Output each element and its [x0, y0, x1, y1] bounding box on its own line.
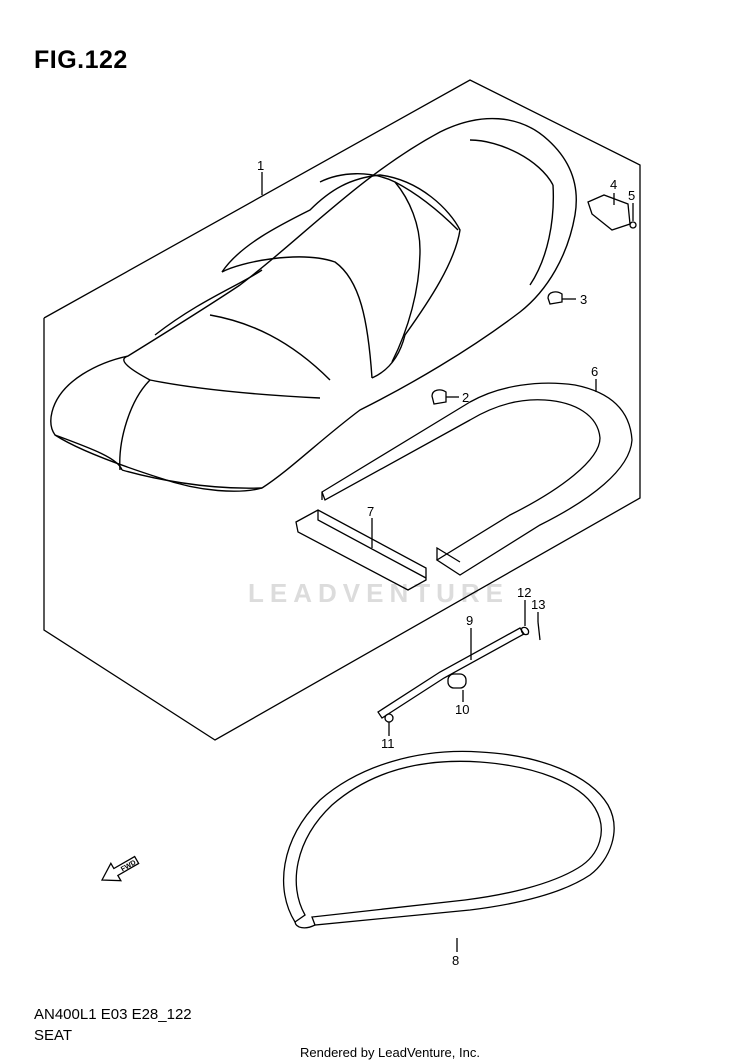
callout-3[interactable]: 3	[580, 292, 587, 307]
seat-part-1	[50, 117, 577, 492]
callout-6[interactable]: 6	[591, 364, 598, 379]
gas-spring-part-9	[377, 627, 525, 719]
callout-5[interactable]: 5	[628, 188, 635, 203]
nut-part-5	[629, 221, 637, 229]
fwd-arrow-icon: FWD	[100, 855, 140, 882]
washer-part-12	[520, 626, 530, 636]
callout-11[interactable]: 11	[381, 736, 395, 751]
callout-9[interactable]: 9	[466, 613, 473, 628]
bracket-part-4	[587, 194, 631, 231]
callout-13[interactable]: 13	[531, 597, 545, 612]
cushion-part-3	[547, 291, 563, 305]
callout-4[interactable]: 4	[610, 177, 617, 192]
callout-1[interactable]: 1	[257, 158, 264, 173]
callout-2[interactable]: 2	[462, 390, 469, 405]
watermark: LEADVENTURE	[248, 578, 510, 608]
model-code: AN400L1 E03 E28_122	[34, 1006, 192, 1023]
fwd-label: FWD	[120, 859, 137, 873]
callout-10[interactable]: 10	[455, 702, 469, 717]
callout-7[interactable]: 7	[367, 504, 374, 519]
seal-part-6	[321, 382, 633, 576]
section-name: SEAT	[34, 1027, 73, 1044]
bolt-part-11	[384, 713, 394, 723]
assembly-frame	[43, 79, 641, 741]
cushion-part-2	[431, 389, 447, 405]
grommet-part-10	[447, 673, 467, 689]
callout-8[interactable]: 8	[452, 953, 459, 968]
seal-part-8	[282, 750, 615, 926]
pin-part-13	[537, 621, 541, 641]
pad-part-7	[295, 509, 427, 591]
footer-credit: Rendered by LeadVenture, Inc.	[300, 1045, 480, 1060]
callout-12[interactable]: 12	[517, 585, 531, 600]
figure-title: FIG.122	[34, 46, 128, 74]
